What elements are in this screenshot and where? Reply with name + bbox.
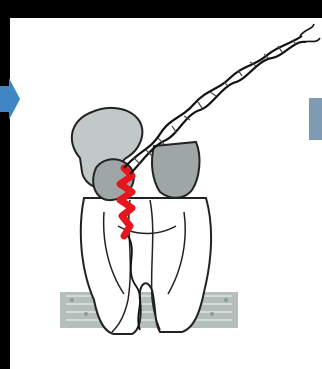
callout-box xyxy=(309,98,322,140)
arrow-icon xyxy=(0,78,20,120)
dark-subunit-right xyxy=(152,142,199,198)
membrane-icon xyxy=(60,292,238,328)
